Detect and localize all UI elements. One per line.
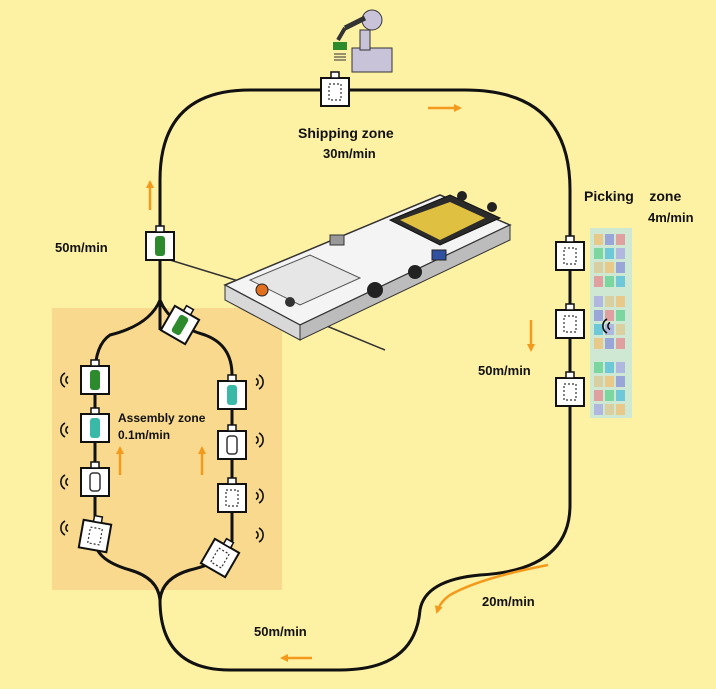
rack-cell xyxy=(594,404,603,415)
rack-cell xyxy=(616,296,625,307)
cart xyxy=(217,424,247,460)
rack-cell xyxy=(605,296,614,307)
arrow-bottom-right-curve xyxy=(434,563,549,614)
worker-icon xyxy=(255,374,264,390)
rack-cell xyxy=(616,390,625,401)
rack-cell xyxy=(616,234,625,245)
rack-cells xyxy=(594,234,625,415)
rack-cell xyxy=(594,390,603,401)
assembly-zone-speed: 0.1m/min xyxy=(118,428,171,442)
rack-cell xyxy=(605,234,614,245)
rack-cell xyxy=(616,404,625,415)
robot-arm xyxy=(333,9,393,73)
rack-cell xyxy=(605,376,614,387)
rack-cell xyxy=(605,404,614,415)
worker-icon xyxy=(255,488,264,504)
cart xyxy=(555,371,585,407)
workers xyxy=(60,318,611,543)
rack-cell xyxy=(594,338,603,349)
rack-cell xyxy=(616,262,625,273)
worker-icon xyxy=(602,318,611,334)
cart xyxy=(199,537,241,579)
cart xyxy=(555,235,585,271)
worker-icon xyxy=(255,432,264,448)
rack-cell xyxy=(605,262,614,273)
rack-cell xyxy=(605,248,614,259)
rack-cell xyxy=(594,324,603,335)
cart xyxy=(80,461,110,497)
shipping-zone-speed: 30m/min xyxy=(323,146,376,161)
worker-icon xyxy=(60,474,69,490)
worker-icon xyxy=(60,372,69,388)
worker-icon xyxy=(255,527,264,543)
rack-cell xyxy=(594,310,603,321)
picking-zone-label: Picking zone xyxy=(584,188,682,204)
rack-cell xyxy=(616,324,625,335)
worker-icon xyxy=(60,422,69,438)
assembly-zone-label: Assembly zone xyxy=(118,411,206,425)
cart xyxy=(80,407,110,443)
agv-vehicle xyxy=(223,191,512,341)
rack-cell xyxy=(594,234,603,245)
worker-icon xyxy=(60,520,69,536)
track-main-loop xyxy=(158,88,572,672)
left-riser-speed: 50m/min xyxy=(55,240,108,255)
rack-cell xyxy=(605,276,614,287)
rack-cell xyxy=(616,248,625,259)
cart xyxy=(159,304,201,346)
rack-cell xyxy=(594,362,603,373)
cart xyxy=(77,514,113,554)
pointer-line-1 xyxy=(169,259,246,284)
rack-cell xyxy=(616,376,625,387)
cart xyxy=(80,359,110,395)
rack-cell xyxy=(616,276,625,287)
rack-cell xyxy=(594,276,603,287)
rack-cell xyxy=(605,362,614,373)
cart xyxy=(217,477,247,513)
rack-cell xyxy=(594,376,603,387)
shipping-zone-label: Shipping zone xyxy=(298,125,394,141)
rack-cell xyxy=(594,248,603,259)
bottom-speed: 50m/min xyxy=(254,624,307,639)
carts xyxy=(77,71,585,579)
rack-cell xyxy=(594,296,603,307)
cart xyxy=(145,225,175,261)
rack-cell xyxy=(605,390,614,401)
right-side-speed: 50m/min xyxy=(478,363,531,378)
rack-cell xyxy=(594,262,603,273)
rack-cell xyxy=(616,362,625,373)
cart xyxy=(217,374,247,410)
track-assembly-loop xyxy=(93,299,234,601)
rack-cell xyxy=(605,338,614,349)
rack-cell xyxy=(605,310,614,321)
picking-zone-speed: 4m/min xyxy=(648,210,694,225)
rack-cell xyxy=(616,338,625,349)
cart xyxy=(320,71,350,107)
cart xyxy=(555,303,585,339)
bottom-right-speed: 20m/min xyxy=(482,594,535,609)
rack-cell xyxy=(616,310,625,321)
